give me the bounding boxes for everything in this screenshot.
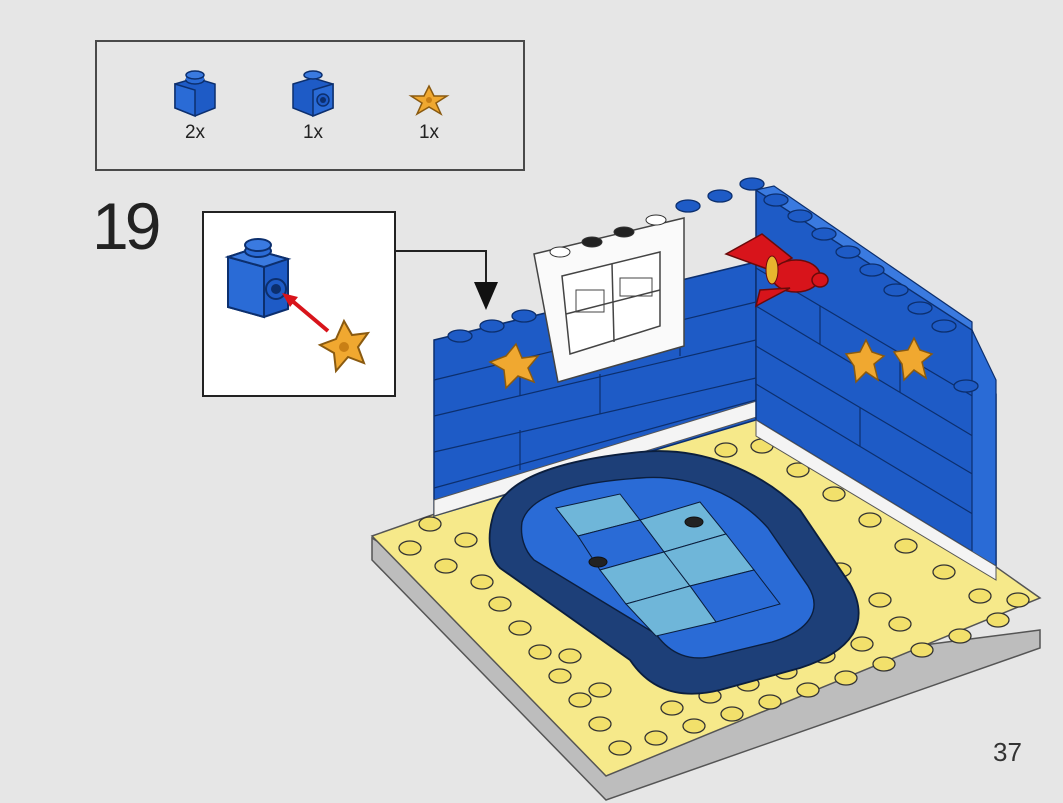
starfish-decorations (488, 336, 934, 390)
step-number: 19 (92, 189, 161, 263)
sub-assembly-callout (202, 211, 396, 397)
brick-with-starfish-attach-icon (224, 238, 371, 374)
parts-list-box: 2x 1x 1x (95, 40, 525, 171)
part-item: 1x (399, 82, 459, 144)
blue-brick-1x1-icon (174, 70, 216, 118)
part-quantity: 1x (418, 122, 440, 143)
part-item: 1x (283, 70, 343, 144)
part-quantity: 2x (184, 122, 206, 143)
blue-rug (488, 450, 860, 695)
gold-starfish-icon (408, 84, 450, 116)
part-quantity: 1x (302, 122, 324, 143)
page-number: 37 (993, 737, 1022, 767)
blue-brick-1x1-side-stud-icon (292, 70, 334, 118)
white-window (533, 214, 685, 383)
part-item: 2x (165, 70, 225, 144)
red-rocket (724, 233, 829, 308)
